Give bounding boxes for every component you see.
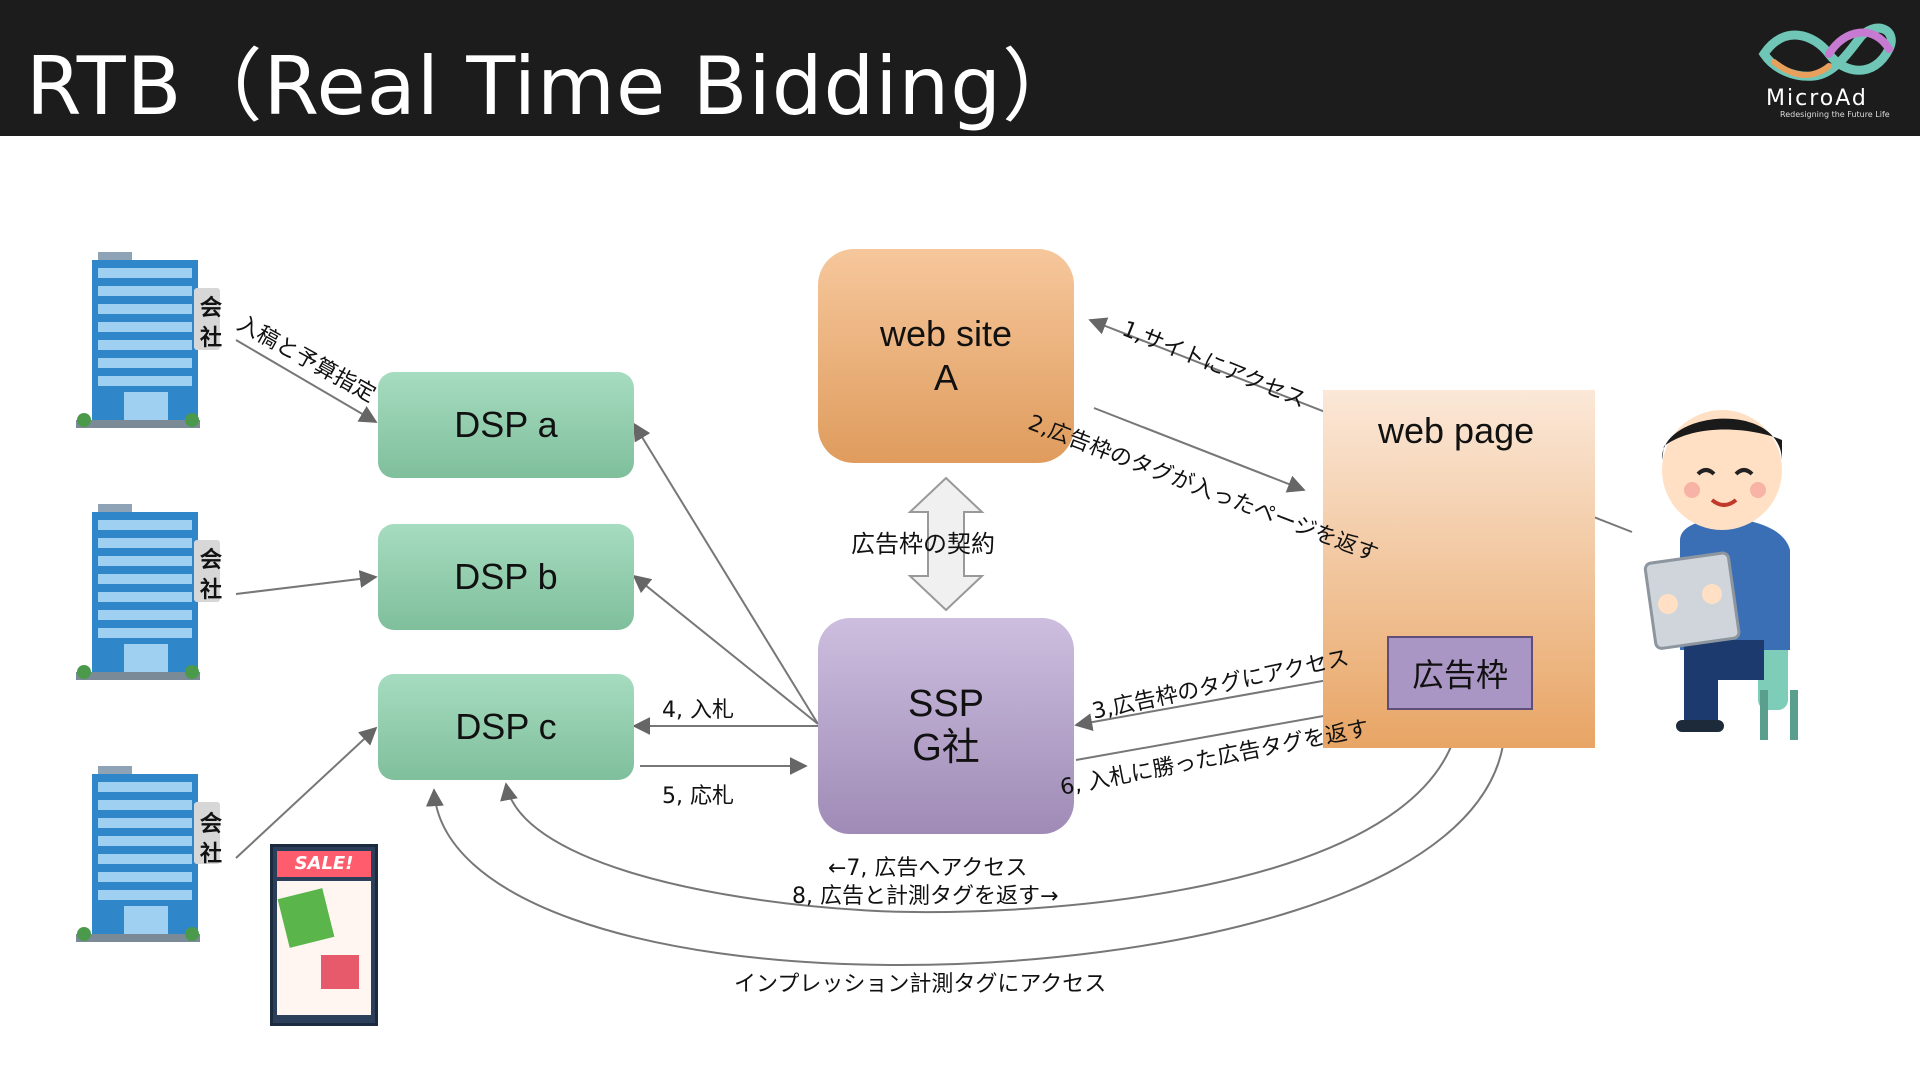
label-step4-bid: 4, 入札 <box>662 698 734 723</box>
website-box: web site A <box>818 249 1074 463</box>
flyer-sale-text: SALE! <box>277 851 371 877</box>
logo-tagline: Redesigning the Future Life <box>1780 110 1890 119</box>
ad-creative-flyer: SALE! <box>270 844 378 1026</box>
label-step7-ad-access: ←7, 広告へアクセス <box>828 856 1028 881</box>
company-badge-2-top: 会 <box>200 548 223 573</box>
label-step8-return-ad: 8, 広告と計測タグを返す→ <box>792 884 1059 909</box>
website-id: A <box>933 357 958 398</box>
label-step5-respond: 5, 応札 <box>662 784 734 809</box>
company-badge-3-top: 会 <box>200 812 223 837</box>
arrow-company2-dsp-b <box>235 570 378 595</box>
ad-slot-box: 広告枠 <box>1387 636 1533 710</box>
ssp-company: G社 <box>912 727 980 769</box>
dsp-c-box: DSP c <box>378 674 634 780</box>
contract-double-arrow <box>907 476 985 612</box>
ssp-title: SSP <box>907 683 985 725</box>
company-badge-3-bottom: 社 <box>200 842 223 867</box>
company-badge-2-bottom: 社 <box>200 578 223 603</box>
webpage-label: web page <box>1378 410 1535 451</box>
page-title: RTB（Real Time Bidding） <box>26 40 1083 133</box>
curve-ad-access <box>500 710 1468 914</box>
flyer-body <box>277 881 371 1015</box>
ssp-box: SSP G社 <box>818 618 1074 834</box>
dsp-a-box: DSP a <box>378 372 634 478</box>
header-bar <box>0 0 1920 136</box>
logo-name: MicroAd <box>1766 86 1868 111</box>
user-with-tablet <box>1643 410 1798 740</box>
arrow-ssp-dsp-b <box>632 574 819 725</box>
curve-impression <box>425 725 1506 967</box>
arrow-ssp-dsp-a <box>633 422 819 725</box>
company-building-1 <box>76 252 220 428</box>
flyer-sweater-image <box>277 888 335 948</box>
company-badge-1-top: 会 <box>200 296 223 321</box>
flyer-scarf-image <box>321 955 359 989</box>
arrow-website-webpage <box>1093 407 1306 493</box>
website-title: web site <box>879 313 1013 354</box>
arrow-company1-dsp-a <box>235 339 378 423</box>
company-building-3 <box>76 766 220 942</box>
company-badge-1-bottom: 社 <box>200 326 223 351</box>
arrow-company3-dsp-c <box>235 726 378 859</box>
company-building-2 <box>76 504 220 680</box>
label-ad-slot-contract: 広告枠の契約 <box>851 530 995 558</box>
dsp-b-box: DSP b <box>378 524 634 630</box>
microad-logo <box>1758 23 1896 81</box>
label-impression-tag: インプレッション計測タグにアクセス <box>734 972 1107 997</box>
